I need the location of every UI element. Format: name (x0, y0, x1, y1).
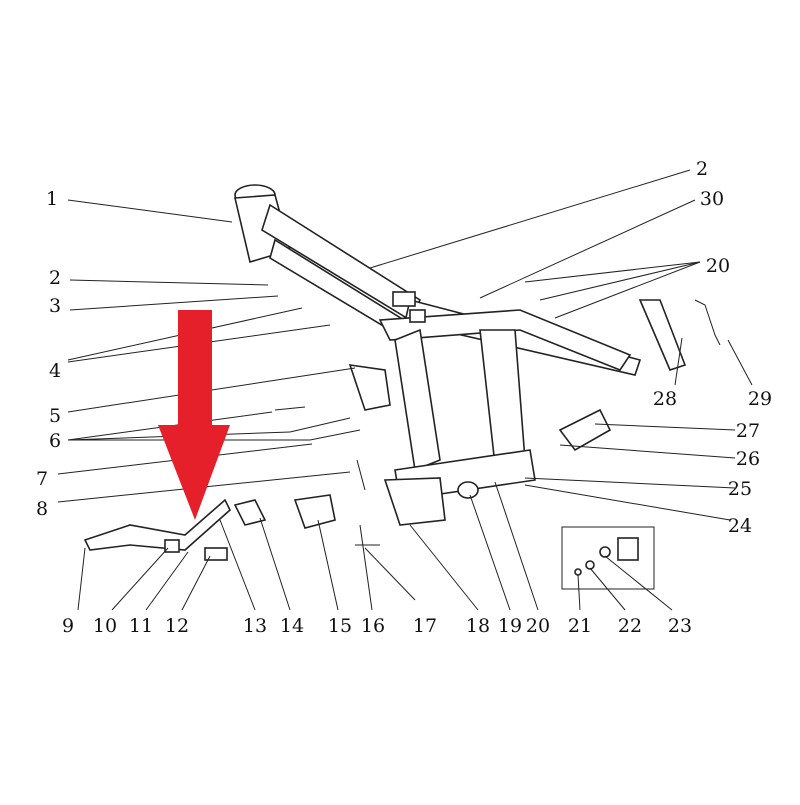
label-25: 25 (728, 478, 752, 500)
small-parts (83, 299, 721, 590)
label-5: 5 (49, 405, 61, 427)
label-19: 19 (498, 615, 522, 637)
label-4: 4 (49, 360, 61, 382)
label-3: 3 (49, 295, 61, 317)
label-7: 7 (36, 468, 48, 490)
label-24: 24 (728, 515, 752, 537)
label-20-top: 20 (706, 255, 730, 277)
red-arrow-indicator (158, 310, 230, 520)
label-9: 9 (62, 615, 74, 637)
label-2: 2 (49, 267, 61, 289)
frame-assembly (234, 184, 642, 526)
label-21: 21 (568, 615, 592, 637)
label-20: 20 (526, 615, 550, 637)
label-29: 29 (748, 388, 772, 410)
label-6: 6 (49, 430, 61, 452)
label-28: 28 (653, 388, 677, 410)
label-27: 27 (736, 420, 760, 442)
label-23: 23 (668, 615, 692, 637)
label-8: 8 (36, 498, 48, 520)
label-26: 26 (736, 448, 760, 470)
part-labels: 1 2 3 4 5 6 7 8 9 10 11 12 13 14 15 16 1… (36, 158, 772, 637)
label-18: 18 (466, 615, 490, 637)
label-11: 11 (129, 615, 153, 637)
label-10: 10 (93, 615, 117, 637)
label-13: 13 (243, 615, 267, 637)
label-12: 12 (165, 615, 189, 637)
label-14: 14 (280, 615, 304, 637)
label-30: 30 (700, 188, 724, 210)
label-16: 16 (361, 615, 385, 637)
label-2-top: 2 (696, 158, 708, 180)
label-15: 15 (328, 615, 352, 637)
label-1: 1 (46, 188, 58, 210)
label-17: 17 (413, 615, 437, 637)
label-22: 22 (618, 615, 642, 637)
